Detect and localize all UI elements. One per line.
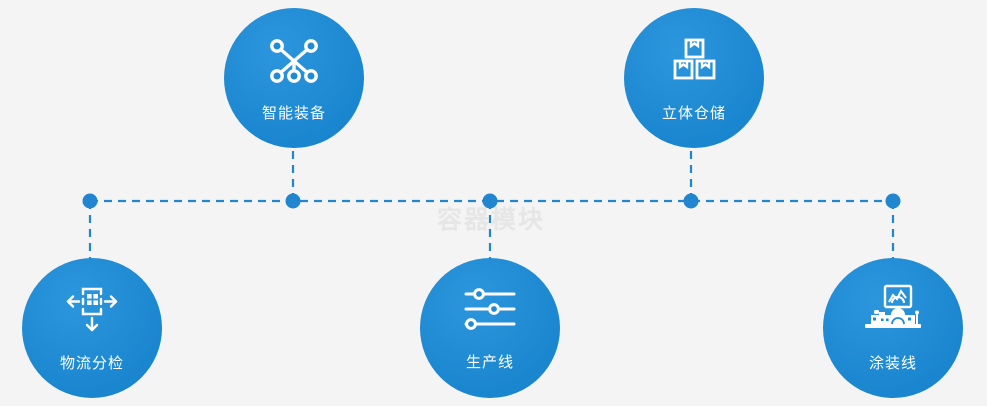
spine-node-3[interactable] <box>482 193 498 209</box>
node-label: 智能装备 <box>261 103 326 122</box>
coating-machine-icon <box>861 284 925 334</box>
stacked-boxes-icon <box>667 36 721 86</box>
node-label: 涂装线 <box>868 353 917 372</box>
spine-node-5[interactable] <box>885 193 901 209</box>
sorting-arrows-icon <box>63 284 121 334</box>
node-circle-logistics-sorting[interactable]: 物流分检 <box>22 258 162 398</box>
spine-node-4[interactable] <box>683 193 699 209</box>
node-label: 生产线 <box>465 352 514 371</box>
node-circle-coating-line[interactable]: 涂装线 <box>823 258 963 398</box>
network-nodes-icon <box>267 36 321 86</box>
node-label: 物流分检 <box>59 353 124 372</box>
sliders-icon <box>462 285 518 333</box>
node-label: 立体仓储 <box>661 103 726 122</box>
node-circle-production-line[interactable]: 生产线 <box>420 258 560 398</box>
node-circle-intelligent-equipment[interactable]: 智能装备 <box>224 8 364 148</box>
spine-node-2[interactable] <box>285 193 301 209</box>
node-circle-stereo-warehouse[interactable]: 立体仓储 <box>624 8 764 148</box>
spine-node-1[interactable] <box>82 193 98 209</box>
